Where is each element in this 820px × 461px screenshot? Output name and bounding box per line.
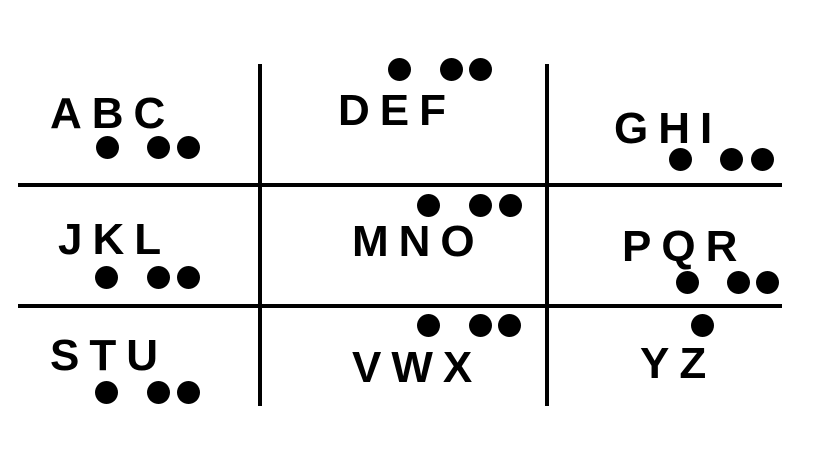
grid-line-vertical-left [258,64,262,406]
dot [756,271,779,294]
grid-line-vertical-right [545,64,549,406]
dot [388,58,411,81]
dot [720,148,743,171]
dot [676,271,699,294]
dot [95,381,118,404]
dot [469,314,492,337]
cell-letters: GHI [614,104,723,153]
cell-letters: VWX [352,343,483,392]
dot [469,194,492,217]
grid-line-horizontal-bottom [18,304,782,308]
grid-line-horizontal-top [18,183,782,187]
dot [177,381,200,404]
dot [727,271,750,294]
dot [147,136,170,159]
dot [469,58,492,81]
dot [440,58,463,81]
dot [96,136,119,159]
dot [147,381,170,404]
dot [669,148,692,171]
dot [95,266,118,289]
dot [417,194,440,217]
dot [751,148,774,171]
cell-letters: ABC [50,89,176,138]
dot [177,136,200,159]
dot [417,314,440,337]
dot [147,266,170,289]
cell-letters: JKL [58,215,172,264]
cell-letters: STU [50,331,168,380]
cell-letters: MNO [352,217,485,266]
dot [499,194,522,217]
cell-letters: YZ [640,339,717,388]
cell-letters: DEF [338,86,456,135]
dot [691,314,714,337]
dot [498,314,521,337]
dot [177,266,200,289]
cell-letters: PQR [622,222,748,271]
